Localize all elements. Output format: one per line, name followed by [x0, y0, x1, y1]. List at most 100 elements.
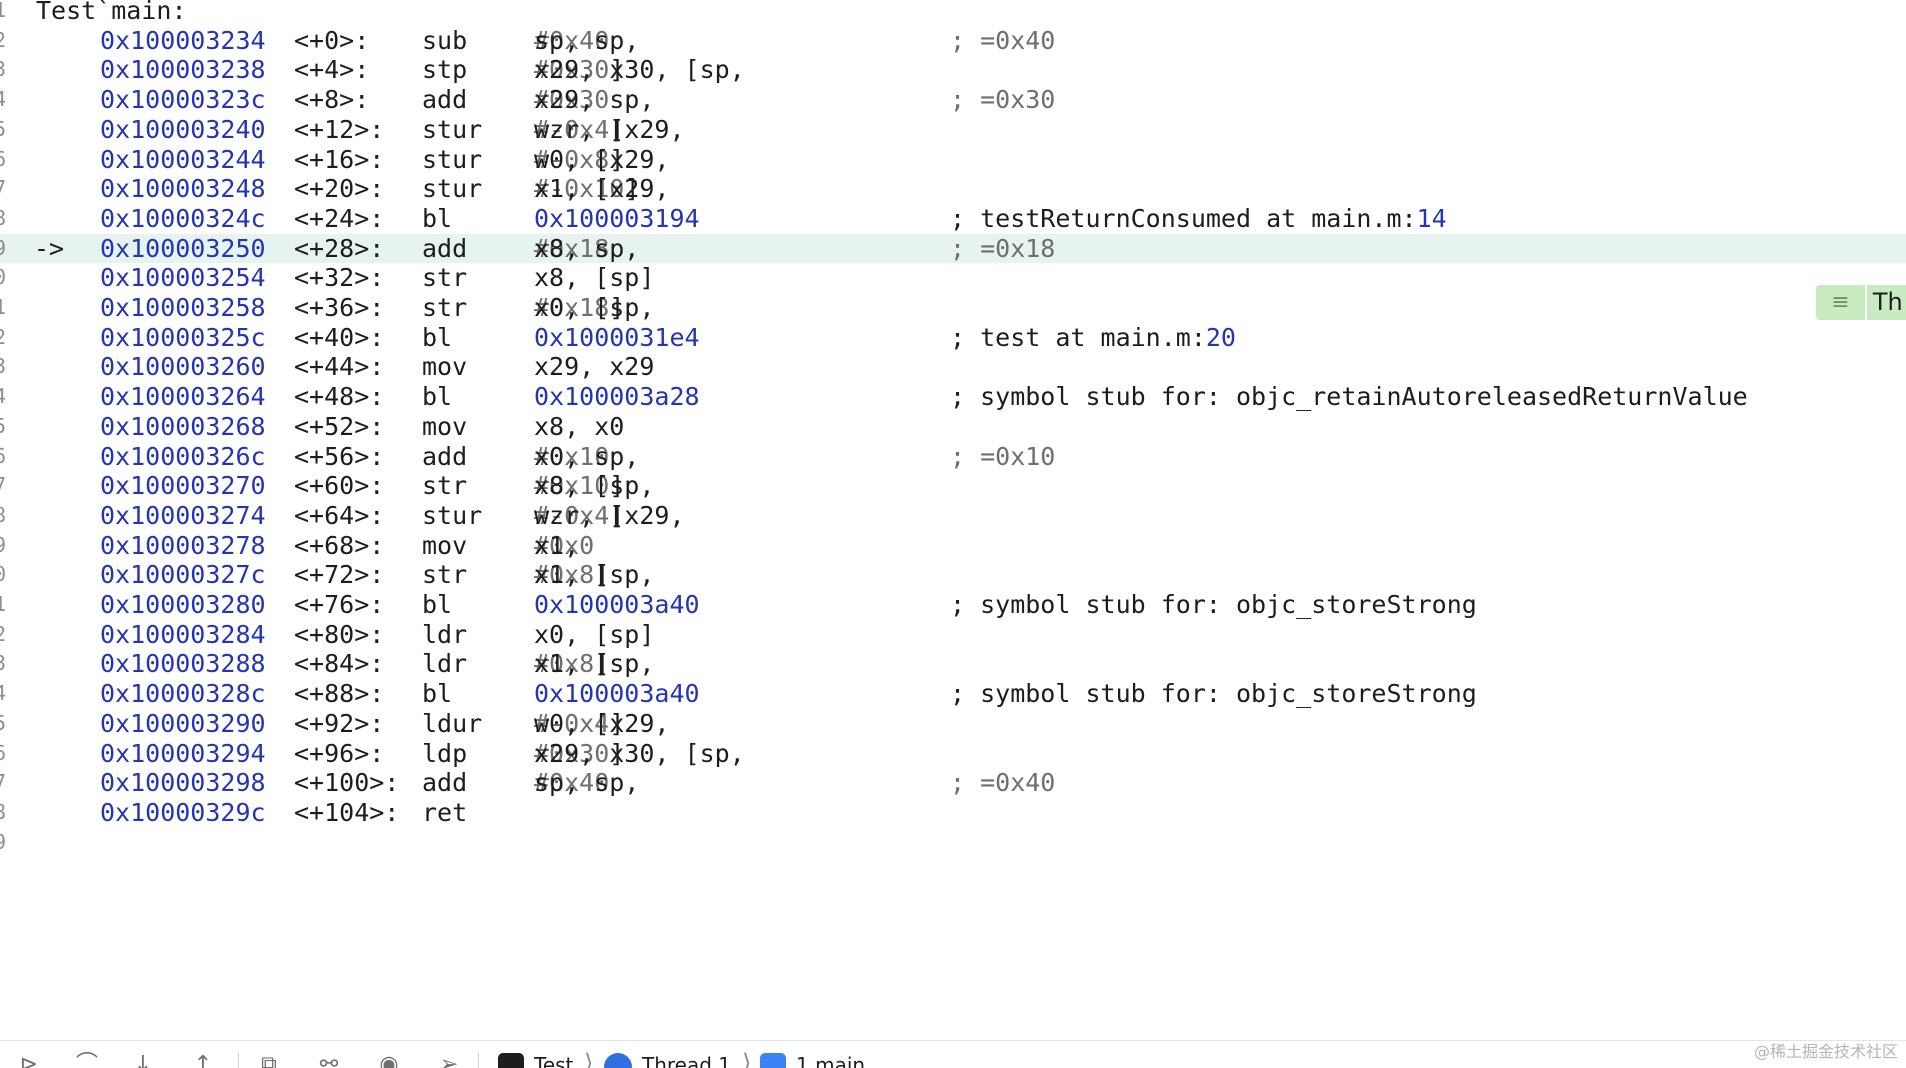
- instruction-mnemonic: ldr: [422, 649, 468, 679]
- source-line-number[interactable]: 20: [1205, 322, 1236, 352]
- operand-text: w0, [x29,: [534, 708, 685, 738]
- instruction-address[interactable]: 0x10000327c: [100, 560, 266, 590]
- instruction-address[interactable]: 0x10000325c: [100, 322, 266, 352]
- instruction-address[interactable]: 0x100003258: [100, 293, 266, 322]
- instruction-address[interactable]: 0x100003250: [100, 233, 266, 263]
- program-counter-badge[interactable]: ≡ Th: [1816, 285, 1906, 320]
- instruction-address[interactable]: 0x100003254: [100, 263, 266, 293]
- line-number: 8: [0, 205, 7, 230]
- hamburger-icon[interactable]: ≡: [1816, 285, 1865, 320]
- instruction-operands: wzr, [x29, #-0x4]: [534, 501, 685, 531]
- instruction-operands: sp, sp, #0x40: [534, 768, 639, 798]
- operand-text: ]: [609, 55, 625, 85]
- branch-target[interactable]: 0x100003194: [534, 203, 700, 233]
- instruction-address[interactable]: 0x100003278: [100, 530, 266, 560]
- operand-text: ]: [594, 560, 610, 590]
- instruction-operands: x0, [sp, #0x18]: [534, 293, 654, 323]
- operand-text: sp, sp,: [534, 768, 655, 798]
- instruction-address[interactable]: 0x100003244: [100, 144, 266, 174]
- instruction-address[interactable]: 0x10000326c: [100, 441, 266, 471]
- instruction-address[interactable]: 0x100003288: [100, 649, 266, 679]
- branch-target[interactable]: 0x100003a28: [534, 382, 700, 412]
- instruction-mnemonic: add: [422, 85, 468, 115]
- instruction-offset: <+64>:: [294, 500, 385, 530]
- instruction-address[interactable]: 0x100003270: [100, 471, 266, 501]
- continue-button[interactable]: ⊳: [12, 1053, 46, 1068]
- step-out-button[interactable]: ↑: [186, 1053, 220, 1068]
- line-number: 4: [0, 681, 7, 706]
- immediate-value: #0x18: [534, 293, 610, 322]
- instruction-address[interactable]: 0x100003260: [100, 352, 266, 382]
- instruction-operands: x8, sp, #0x18: [534, 233, 639, 264]
- branch-target[interactable]: 0x1000031e4: [534, 322, 700, 352]
- pc-arrow: ->: [34, 233, 65, 263]
- breadcrumb-item[interactable]: Thread 1: [604, 1053, 731, 1068]
- instruction-offset: <+36>:: [294, 293, 385, 322]
- instruction-operands: x8, [sp, #0x10]: [534, 471, 654, 501]
- source-line-number[interactable]: 14: [1416, 203, 1447, 233]
- line-number: 7: [0, 770, 7, 795]
- function-title: Test`main:: [36, 0, 187, 25]
- breadcrumb-item[interactable]: Test: [498, 1053, 573, 1068]
- instruction-comment: ; =0x30: [950, 85, 1055, 115]
- memory-graph-button[interactable]: ⚯: [312, 1053, 346, 1068]
- instruction-address[interactable]: 0x100003284: [100, 619, 266, 649]
- instruction-mnemonic: stur: [422, 144, 483, 174]
- toolbar-divider: [238, 1053, 239, 1068]
- instruction-address[interactable]: 0x100003234: [100, 25, 266, 55]
- immediate-value: #0x18: [534, 233, 610, 263]
- simulate-location-button[interactable]: ➢: [432, 1053, 466, 1068]
- instruction-mnemonic: mov: [422, 530, 468, 560]
- operand-text: wzr, [x29,: [534, 114, 700, 144]
- branch-target[interactable]: 0x100003a40: [534, 590, 700, 619]
- instruction-operands: x1, [sp, #0x8]: [534, 560, 654, 590]
- operand-text: ]: [609, 708, 625, 738]
- breadcrumb-item[interactable]: 1 main: [760, 1053, 865, 1068]
- instruction-offset: <+80>:: [294, 619, 385, 649]
- step-into-icon: ↓: [133, 1052, 153, 1068]
- branch-target[interactable]: 0x100003a40: [534, 679, 700, 709]
- instruction-operands: 0x100003a40: [534, 590, 700, 620]
- operand-text: x8, sp,: [534, 233, 655, 263]
- step-over-button[interactable]: ⌒: [70, 1053, 104, 1068]
- step-into-button[interactable]: ↓: [126, 1053, 160, 1068]
- instruction-offset: <+40>:: [294, 322, 385, 352]
- instruction-address[interactable]: 0x10000329c: [100, 797, 266, 827]
- instruction-address[interactable]: 0x100003274: [100, 500, 266, 530]
- line-number: 4: [0, 87, 7, 112]
- instruction-offset: <+16>:: [294, 144, 385, 174]
- operand-text: x29, x29: [534, 352, 655, 382]
- operand-text: x0, sp,: [534, 441, 655, 471]
- thread-indicator-label[interactable]: Th: [1866, 285, 1906, 320]
- toolbar-divider: [478, 1053, 479, 1068]
- instruction-address[interactable]: 0x10000324c: [100, 203, 266, 233]
- instruction-mnemonic: stur: [422, 114, 483, 144]
- instruction-offset: <+100>:: [294, 768, 400, 798]
- instruction-address[interactable]: 0x100003264: [100, 382, 266, 412]
- instruction-address[interactable]: 0x10000328c: [100, 679, 266, 709]
- instruction-address[interactable]: 0x100003298: [100, 768, 266, 798]
- instruction-address[interactable]: 0x100003238: [100, 55, 266, 85]
- instruction-address[interactable]: 0x100003280: [100, 590, 266, 619]
- environment-overrides-button[interactable]: ◉: [372, 1053, 406, 1068]
- instruction-offset: <+92>:: [294, 708, 385, 738]
- instruction-address[interactable]: 0x100003268: [100, 411, 266, 441]
- instruction-address[interactable]: 0x100003290: [100, 708, 266, 738]
- instruction-address[interactable]: 0x10000323c: [100, 85, 266, 115]
- instruction-mnemonic: bl: [422, 590, 453, 619]
- view-hierarchy-button[interactable]: ⧉: [252, 1053, 286, 1068]
- line-number: 6: [0, 443, 7, 468]
- instruction-address[interactable]: 0x100003248: [100, 174, 266, 204]
- instruction-address[interactable]: 0x100003294: [100, 738, 266, 768]
- line-number: 2: [0, 324, 7, 349]
- instruction-offset: <+56>:: [294, 441, 385, 471]
- instruction-address[interactable]: 0x100003240: [100, 114, 266, 144]
- operand-text: ]: [609, 738, 625, 768]
